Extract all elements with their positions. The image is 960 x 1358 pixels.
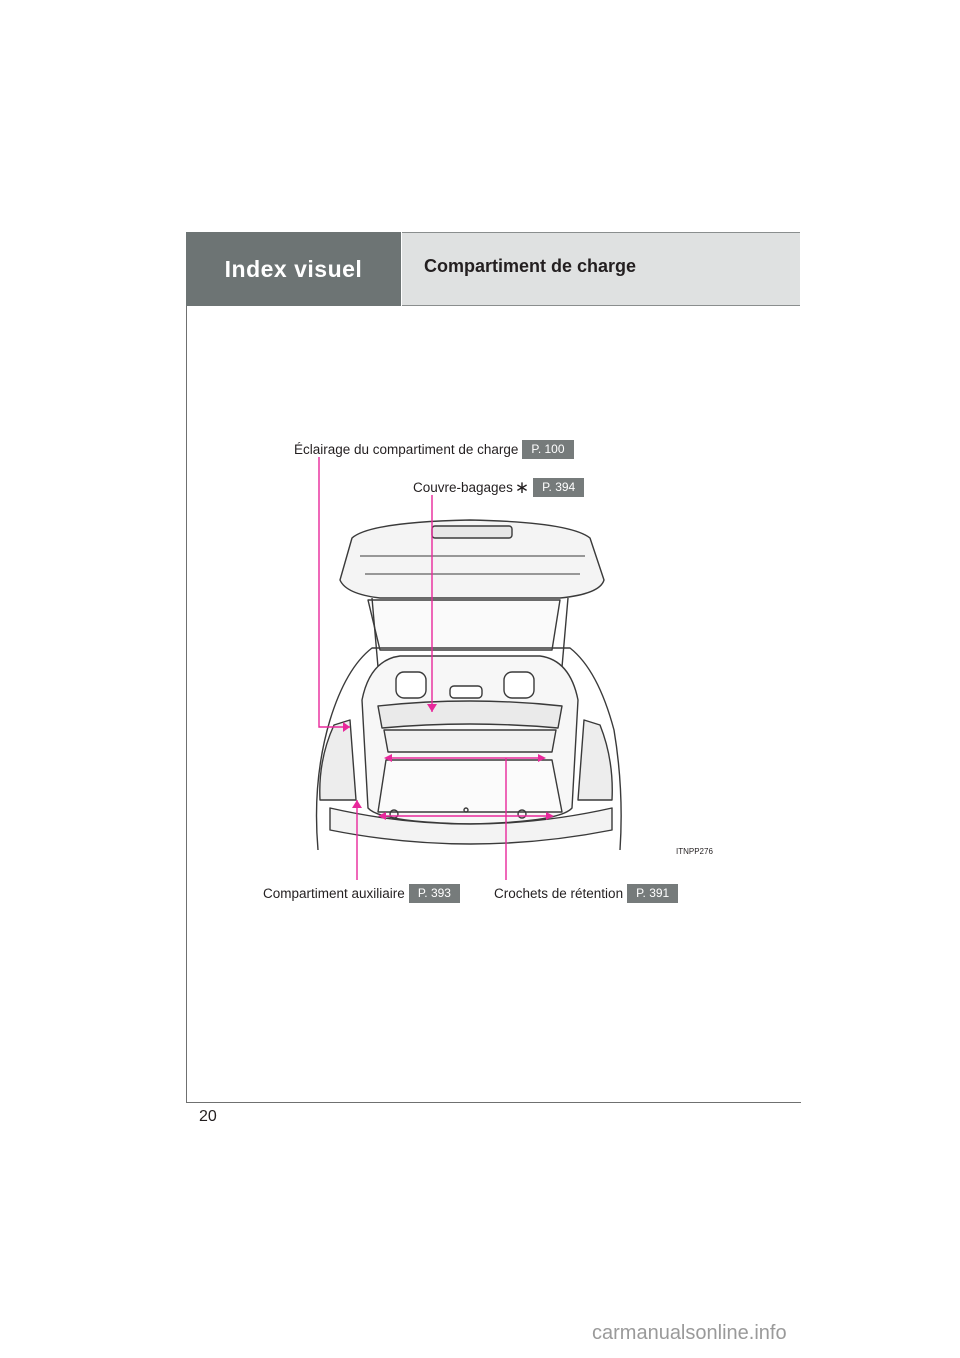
car-body-outline: [315, 647, 622, 851]
callout-label: Crochets de rétention: [494, 886, 624, 901]
arrow-heads: [343, 704, 554, 820]
right-tail-light: [577, 719, 613, 801]
callout-label: Éclairage du compartiment de charge: [294, 442, 519, 457]
watermark: carmanualsonline.info: [592, 1322, 787, 1344]
brake-light: [431, 525, 513, 539]
seatback: [383, 729, 557, 753]
leader-lighting: [318, 457, 350, 728]
page-reference-badge[interactable]: P. 391: [627, 884, 679, 903]
page-number: 20: [199, 1108, 217, 1125]
left-tail-light: [319, 719, 357, 801]
headrest-left: [395, 671, 427, 699]
center-headrest: [449, 685, 483, 699]
hatch-door-inner: [360, 555, 585, 575]
callout-auxiliary-compartment: Compartiment auxiliaire P. 393: [263, 884, 460, 903]
callout-label: Couvre-bagages: [413, 480, 513, 495]
rear-bumper: [329, 807, 613, 845]
page-frame: [186, 232, 801, 1103]
title-bar: [402, 232, 800, 306]
cargo-floor: [377, 759, 563, 813]
hatch-glass-frame: [367, 599, 561, 651]
figure-code: ITNPP276: [676, 847, 713, 856]
callout-retention-hooks: Crochets de rétention P. 391: [494, 884, 679, 903]
page-title: Compartiment de charge: [424, 256, 637, 276]
callout-cargo-lighting: Éclairage du compartiment de charge P. 1…: [294, 440, 574, 459]
hatch-door-outline: [339, 519, 605, 599]
section-tab: Index visuel: [186, 232, 401, 306]
headrest-right: [503, 671, 535, 699]
page-reference-badge[interactable]: P. 394: [533, 478, 585, 497]
callout-tonneau-cover: Couvre-bagages ∗ P. 394: [413, 477, 585, 497]
page-reference-badge[interactable]: P. 100: [522, 440, 574, 459]
leader-lines: [318, 457, 548, 880]
callout-label: Compartiment auxiliaire: [263, 886, 405, 901]
tonneau-cover: [377, 700, 563, 729]
section-header: Index visuel: [186, 232, 800, 306]
asterisk-mark: ∗: [514, 477, 530, 497]
page-reference-badge[interactable]: P. 393: [408, 884, 460, 903]
